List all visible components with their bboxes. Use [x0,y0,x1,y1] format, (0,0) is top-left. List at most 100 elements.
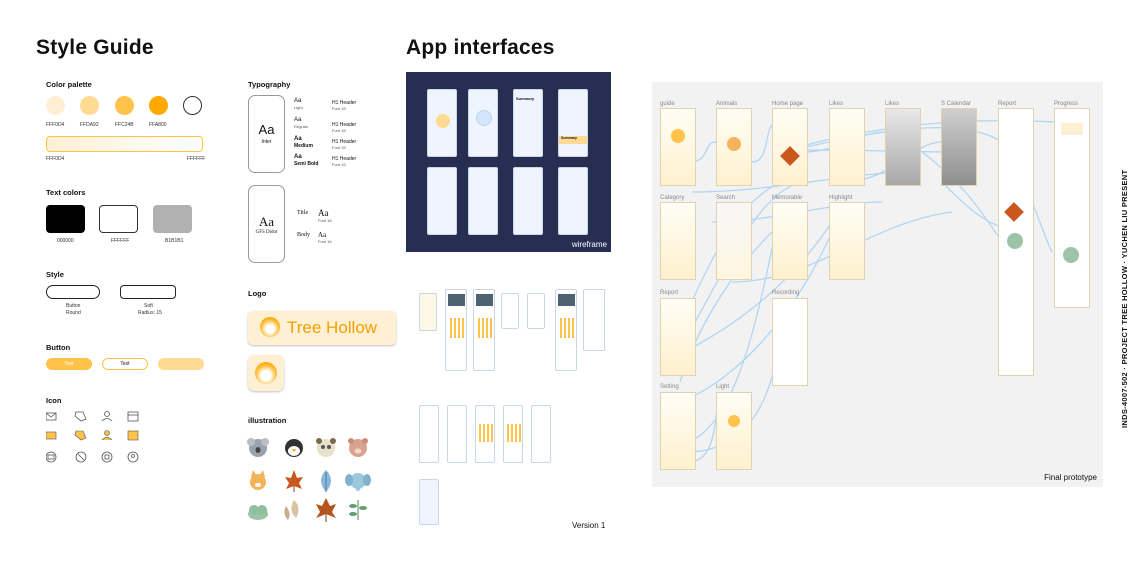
type-sample: Aa [294,98,302,104]
type-weight: Regular [294,124,309,129]
version-screen [531,405,551,463]
round-label-1: Button [66,303,81,309]
wireframe-screen [468,89,498,157]
serif-body-size: Font 16 [318,239,332,244]
swatch-label: FFA800 [149,122,167,128]
wireframe-screen [558,167,588,235]
version-screen [419,293,437,331]
prototype-screen-setting [660,392,696,470]
mail-icon-active [46,431,57,440]
person-icon [101,411,113,422]
text-color-label: B1B1B1 [165,238,184,244]
version-screen [473,289,495,371]
illustration-heading: illustration [248,416,287,425]
wireframe-screen: Summary [513,89,543,157]
gradient-start-label: FFF0D4 [46,156,65,162]
elephant-icon [345,473,371,491]
proto-label: Progress [1054,101,1079,107]
text-color-swatch-000000 [46,205,85,233]
inter-font-card: Aa Inter [248,95,285,173]
didot-name: GFS Didot [255,230,278,235]
type-size: Font 18 [332,106,346,111]
filled-sample-button[interactable]: Text [46,358,92,370]
proto-label: Likes [885,101,900,107]
proto-label: Search [716,195,736,201]
dry-leaves-icon [284,500,299,520]
prototype-screen-report [998,108,1034,376]
text-color-swatch-b1b1b1 [153,205,192,233]
type-size: Font 15 [332,162,346,167]
version-screen [503,405,523,463]
grid-circle-icon [101,451,113,463]
type-size: Font 18 [332,128,346,133]
wireframe-screen [468,167,498,235]
type-size: Font 15 [332,145,346,150]
version-screen [475,405,495,463]
logo-wordmark-card: Tree Hollow [248,311,396,345]
final-prototype-label: Final prototype [1044,473,1097,482]
version-screen [501,293,519,329]
type-role: H1 Header [332,100,357,106]
cat-icon [250,470,266,490]
color-swatch-ffc24b [115,96,134,115]
type-weight: Medium [294,143,313,149]
prototype-screen-category [660,202,696,280]
type-role: H1 Header [332,122,357,128]
disabled-sample-button[interactable] [158,358,204,370]
proto-label: guide [660,101,675,107]
tag-circle-icon [75,451,87,463]
final-prototype-panel: guide Animals Home page Likes Likes S Ca… [652,82,1103,487]
version-screen [419,405,439,463]
inter-name: Inter [261,139,272,145]
panda-icon [316,438,336,457]
side-caption: INDS-4007-502 · PROJECT TREE HOLLOW · YU… [1120,169,1129,428]
typography-heading: Typography [248,80,291,89]
tag-icon [74,411,87,422]
text-color-label: 000000 [57,238,74,244]
serif-title-sample: Aa [318,208,329,218]
wireframe-screen: Summary [558,89,588,157]
wireframe-summary-label: Summary [516,96,535,101]
autumn-leaf-icon [316,498,336,522]
text-color-swatch-ffffff [99,205,138,233]
proto-label: Report [998,101,1017,107]
icon-grid [46,411,139,463]
prototype-screen-progress [1054,108,1090,308]
prototype-screen-calendar [941,108,977,186]
prototype-screen-search [716,202,752,280]
proto-label: Recording [772,290,800,296]
prototype-screen-memorable [772,202,808,280]
blue-leaf-icon [321,470,331,492]
color-palette-heading: Color palette [46,80,92,89]
proto-label: Category [660,195,685,201]
button-heading: Button [46,343,71,352]
proto-label: Home page [772,101,804,107]
style-guide-title: Style Guide [36,36,154,59]
text-colors-heading: Text colors [46,188,86,197]
penguin-icon [285,439,303,457]
logo-app-icon [248,355,284,391]
round-style-sample [46,285,100,299]
type-weight: Light [294,105,303,110]
soft-radius-sample [120,285,176,299]
prototype-screen-light [716,392,752,470]
prototype-screen-home [772,108,808,186]
logo-heading: Logo [248,289,267,298]
proto-label: S Calendar [941,101,972,107]
swatch-label: FFC24B [115,122,134,128]
proto-label: Highlight [829,195,853,201]
gradient-end-label: FFFFFF [187,156,206,162]
soft-label-2: Radius: 15 [138,310,162,316]
serif-body-role: Body [297,232,311,238]
outline-sample-button[interactable]: Text [102,358,148,370]
swatch-label: FFDA92 [80,122,99,128]
logo-sun-icon [260,317,280,337]
bear-icon [348,438,368,457]
version-screen [555,289,577,371]
didot-font-card: Aa GFS Didot [248,185,285,263]
color-swatch-fff0d4 [46,96,65,115]
type-role: H1 Header [332,139,357,145]
proto-label: Report [660,290,679,296]
color-swatch-ffda92 [80,96,99,115]
version-screen [447,405,467,463]
